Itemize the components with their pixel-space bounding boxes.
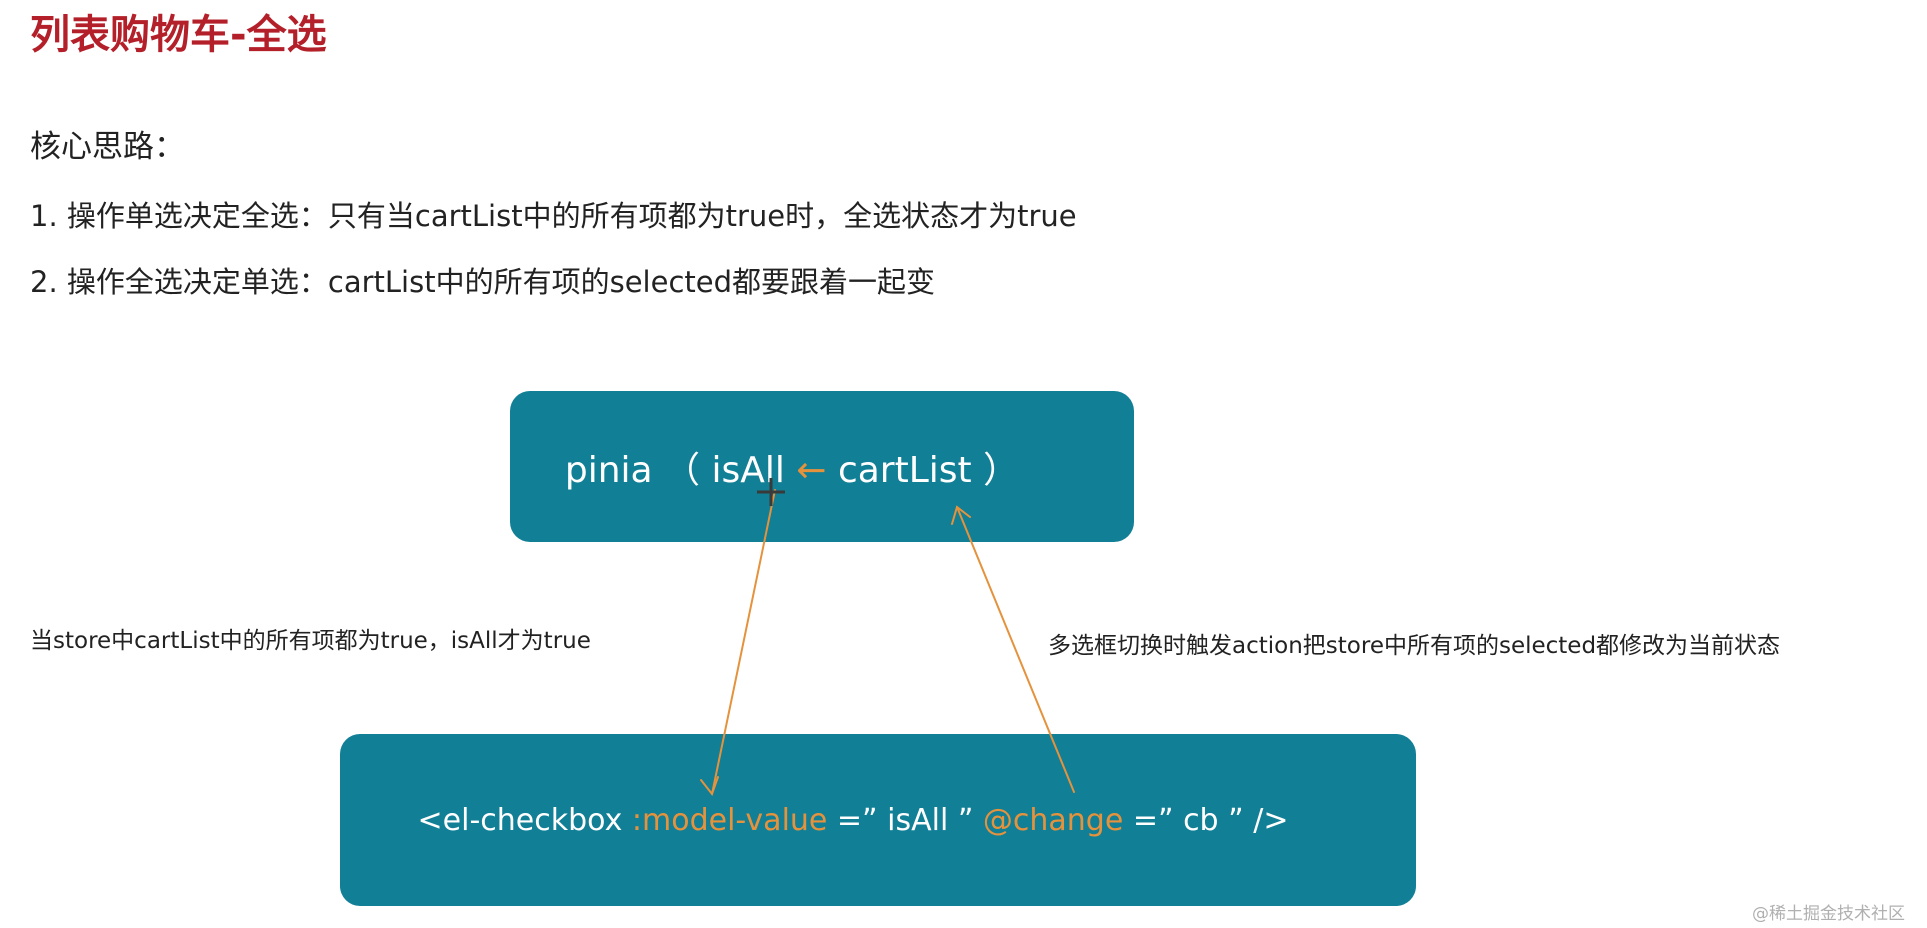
core-idea-heading: 核心思路： <box>30 129 185 165</box>
checkbox-tag-open: <el-checkbox <box>417 802 632 838</box>
right-annotation: 多选框切换时触发action把store中所有项的selected都修改为当前状… <box>1048 633 1781 659</box>
el-checkbox-box: <el-checkbox :model-value =” isAll ” @ch… <box>340 734 1416 906</box>
slide-title: 列表购物车-全选 <box>30 12 327 58</box>
idea-point-1: 1. 操作单选决定全选：只有当cartList中的所有项都为true时，全选状态… <box>30 199 1077 233</box>
store-isall: isAll <box>711 449 785 491</box>
left-annotation: 当store中cartList中的所有项都为true，isAll才为true <box>30 628 591 654</box>
model-value-attr: :model-value <box>631 802 828 838</box>
change-attr: @change <box>982 802 1124 838</box>
pinia-store-label: pinia （ isAll ← cartList ） <box>565 441 1019 493</box>
model-value-binding: =” isAll ” <box>827 802 983 838</box>
el-checkbox-code: <el-checkbox :model-value =” isAll ” @ch… <box>418 803 1289 838</box>
pinia-store-box: pinia （ isAll ← cartList ） <box>510 391 1134 542</box>
watermark: @稀土掘金技术社区 <box>1752 904 1905 924</box>
store-prefix: pinia （ <box>564 449 712 491</box>
store-suffix: ） <box>971 449 1020 491</box>
idea-point-2: 2. 操作全选决定单选：cartList中的所有项的selected都要跟着一起… <box>30 265 936 299</box>
store-cartlist: cartList <box>837 449 972 491</box>
store-arrow: ← <box>784 449 838 491</box>
change-binding: =” cb ” /> <box>1123 802 1289 838</box>
